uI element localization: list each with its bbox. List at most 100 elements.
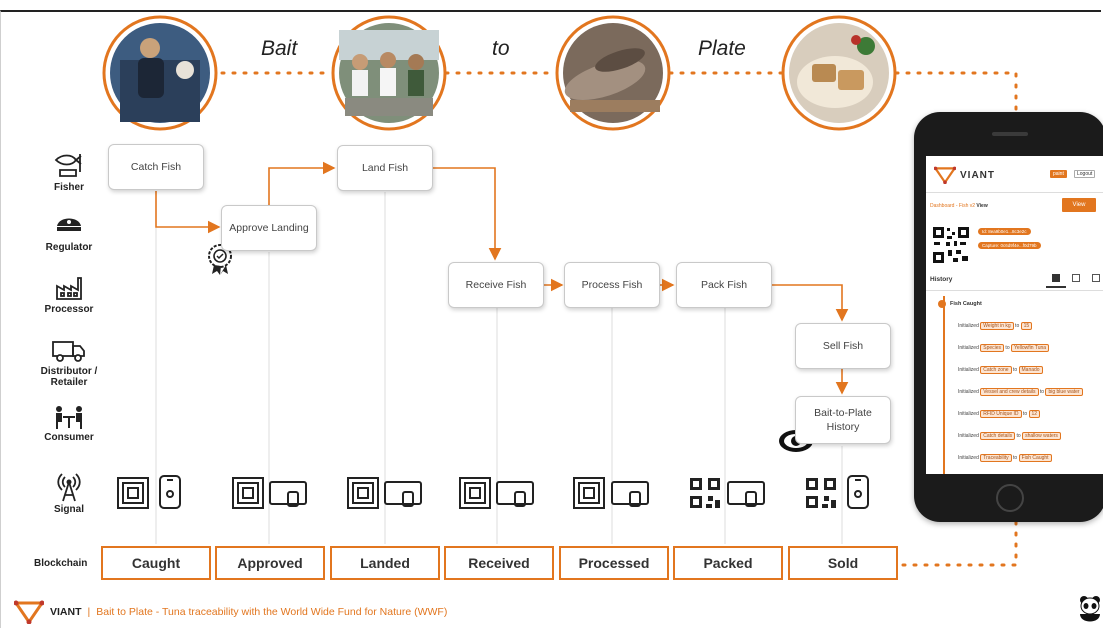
header-word-bait: Bait — [261, 37, 298, 60]
photo-fishers-icon — [102, 15, 218, 131]
monitor-icon — [727, 481, 765, 507]
history-value: Yellowfin Tuna — [1011, 344, 1050, 352]
history-row: Initialized Weight in kg to 15 — [958, 322, 1033, 330]
history-action: Initialized — [958, 433, 979, 439]
breadcrumb-current: View — [976, 203, 988, 209]
history-action: Initialized — [958, 455, 979, 461]
role-label: Signal — [53, 504, 84, 515]
history-value: big blue water — [1045, 388, 1083, 396]
phone-speaker — [992, 132, 1028, 136]
footer-subtitle: Bait to Plate - Tuna traceability with t… — [96, 606, 448, 618]
role-label: Fisher — [53, 182, 84, 193]
flow-arrow — [155, 191, 221, 234]
officer-cap-icon — [57, 218, 81, 231]
mobile-phone-icon — [159, 475, 181, 509]
history-value: 12 — [1028, 410, 1041, 418]
chain-state-landed: Landed — [330, 546, 440, 580]
flow-arrow — [772, 284, 849, 322]
chain-state-caught: Caught — [101, 546, 211, 580]
chain-state-processed: Processed — [559, 546, 669, 580]
history-row: Initialized RFID Unique ID to 12 — [958, 410, 1041, 418]
role-label: Consumer — [44, 432, 94, 443]
step-bait-to-plate-history: Bait-to-Plate History — [795, 396, 891, 444]
footer-brand: VIANT — [50, 606, 82, 618]
fisher-icon — [54, 154, 82, 177]
monitor-icon — [384, 481, 422, 507]
history-field: Catch details — [980, 432, 1016, 440]
step-catch-fish: Catch Fish — [108, 144, 204, 190]
app-nav-user[interactable]: paint — [1050, 170, 1067, 178]
chain-state-packed: Packed — [673, 546, 783, 580]
role-consumer: Consumer — [28, 404, 110, 443]
app-nav-logout[interactable]: Logout — [1074, 170, 1096, 178]
rfid-tag-icon — [117, 477, 149, 509]
slide-frame — [0, 10, 1101, 628]
step-approve-landing: Approve Landing — [221, 205, 317, 251]
photo-crew-icon — [331, 15, 447, 131]
history-action: Initialized — [958, 389, 979, 395]
step-sell-fish: Sell Fish — [795, 323, 891, 369]
app-view-button[interactable]: View — [1062, 198, 1096, 212]
app-qr-tag-id: Id: 8ea9b0e1...8c3e2c — [978, 228, 1031, 235]
viant-logo-icon — [14, 600, 44, 624]
history-action: Initialized — [958, 411, 979, 417]
delivery-truck-icon — [52, 341, 85, 362]
photo-dish-icon — [781, 15, 897, 131]
app-tab-grid-icon[interactable] — [1072, 274, 1080, 282]
monitor-icon — [496, 481, 534, 507]
app-breadcrumb: Dashboard - Fish v2 View — [930, 203, 988, 209]
app-event-title[interactable]: Fish Caught — [950, 301, 982, 307]
antenna-tower-icon — [57, 473, 81, 502]
chain-state-approved: Approved — [215, 546, 325, 580]
app-tab-list-icon[interactable] — [1052, 274, 1060, 282]
mobile-phone-icon — [847, 475, 869, 509]
phone-home-button — [996, 484, 1024, 512]
history-field: Traceability — [980, 454, 1012, 462]
history-row: Initialized Catch details to shallow wat… — [958, 432, 1061, 440]
history-row: Initialized Vessel and crew details to b… — [958, 388, 1083, 396]
blockchain-label: Blockchain — [34, 558, 88, 569]
footer-separator: | — [87, 606, 91, 618]
rfid-tag-icon — [232, 477, 264, 509]
app-qr-code-icon — [932, 226, 970, 264]
role-regulator: Regulator — [28, 212, 110, 253]
step-pack-fish: Pack Fish — [676, 262, 772, 308]
flow-arrow — [268, 161, 336, 205]
role-label: Regulator — [45, 242, 93, 253]
app-qr-tag-capture: Capture: 0c6d9f4e...f0d79b — [978, 242, 1041, 249]
history-action: Initialized — [958, 345, 979, 351]
history-field: Catch zone — [980, 366, 1012, 374]
history-value: Manado — [1018, 366, 1043, 374]
history-field: RFID Unique ID — [980, 410, 1022, 418]
app-history-label: History — [930, 276, 953, 283]
factory-icon — [56, 277, 82, 300]
role-signal: Signal — [28, 470, 110, 515]
history-field: Vessel and crew details — [980, 388, 1039, 396]
history-action: Initialized — [958, 367, 979, 373]
timeline-dots — [896, 520, 1018, 567]
qr-code-icon — [806, 478, 836, 508]
step-process-fish: Process Fish — [564, 262, 660, 308]
footer: VIANT | Bait to Plate - Tuna traceabilit… — [14, 600, 447, 624]
breadcrumb-path[interactable]: Dashboard - Fish v2 — [930, 203, 976, 209]
rfid-tag-icon — [573, 477, 605, 509]
history-action: Initialized — [958, 323, 979, 329]
role-processor: Processor — [28, 272, 110, 315]
role-label: Distributor / Retailer — [40, 366, 98, 388]
rfid-tag-icon — [459, 477, 491, 509]
step-land-fish: Land Fish — [337, 145, 433, 191]
history-row: Initialized Catch zone to Manado — [958, 366, 1043, 374]
step-receive-fish: Receive Fish — [448, 262, 544, 308]
app-tab-calendar-icon[interactable] — [1092, 274, 1100, 282]
header-word-plate: Plate — [698, 37, 746, 60]
phone-screen: VIANT paint Logout Dashboard - Fish v2 V… — [926, 156, 1103, 474]
flow-arrow — [432, 167, 502, 261]
timeline-dots — [894, 71, 1018, 114]
history-field: Weight in kg — [980, 322, 1014, 330]
rfid-tag-icon — [347, 477, 379, 509]
history-row: Initialized Species to Yellowfin Tuna — [958, 344, 1050, 352]
phone-mockup: VIANT paint Logout Dashboard - Fish v2 V… — [914, 112, 1103, 522]
role-fisher: Fisher — [28, 152, 110, 193]
chain-state-received: Received — [444, 546, 554, 580]
